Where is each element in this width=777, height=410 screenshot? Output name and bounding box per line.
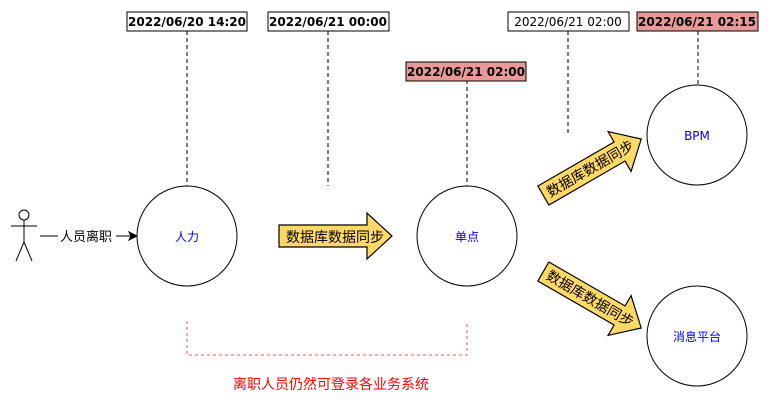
sync-arrow-up-label: 数据库数据同步 bbox=[544, 138, 637, 201]
node-sso: 单点 bbox=[416, 185, 518, 287]
sync-arrow-up: 数据库数据同步 bbox=[537, 130, 642, 206]
timestamp-sso-text: 2022/06/21 02:00 bbox=[407, 65, 525, 79]
node-sso-label: 单点 bbox=[455, 230, 479, 244]
sync-arrow-down-label: 数据库数据同步 bbox=[543, 268, 636, 331]
affected-window-bracket bbox=[186, 321, 468, 356]
timestamp-sync2-text: 2022/06/21 02:00 bbox=[514, 15, 622, 29]
timestamp-sync1: 2022/06/21 00:00 bbox=[267, 11, 390, 32]
node-bpm: BPM bbox=[646, 84, 748, 186]
node-hr-label: 人力 bbox=[175, 230, 199, 244]
timestamp-hr: 2022/06/20 14:20 bbox=[126, 11, 248, 32]
timestamp-bpm-text: 2022/06/21 02:15 bbox=[638, 15, 756, 29]
node-bpm-label: BPM bbox=[684, 129, 710, 143]
node-msg: 消息平台 bbox=[646, 285, 748, 387]
footnote-text: 离职人员仍然可登录各业务系统 bbox=[233, 376, 429, 393]
timestamp-sso: 2022/06/21 02:00 bbox=[405, 61, 527, 82]
timestamp-bpm: 2022/06/21 02:15 bbox=[636, 11, 759, 32]
sync-arrow-main-label: 数据库数据同步 bbox=[286, 230, 384, 246]
node-msg-label: 消息平台 bbox=[673, 329, 721, 344]
node-hr: 人力 bbox=[136, 185, 238, 287]
person-icon bbox=[11, 209, 37, 262]
timestamp-hr-text: 2022/06/20 14:20 bbox=[128, 15, 246, 29]
actor-action-label: 人员离职 bbox=[60, 229, 112, 245]
sync-arrow-main: 数据库数据同步 bbox=[278, 211, 393, 261]
timestamp-sync1-text: 2022/06/21 00:00 bbox=[269, 15, 387, 29]
timestamp-sync2: 2022/06/21 02:00 bbox=[507, 11, 630, 32]
actor-arrow bbox=[116, 230, 139, 242]
timeline-dashed-lines bbox=[186, 31, 699, 186]
sync-arrow-down: 数据库数据同步 bbox=[537, 261, 642, 337]
